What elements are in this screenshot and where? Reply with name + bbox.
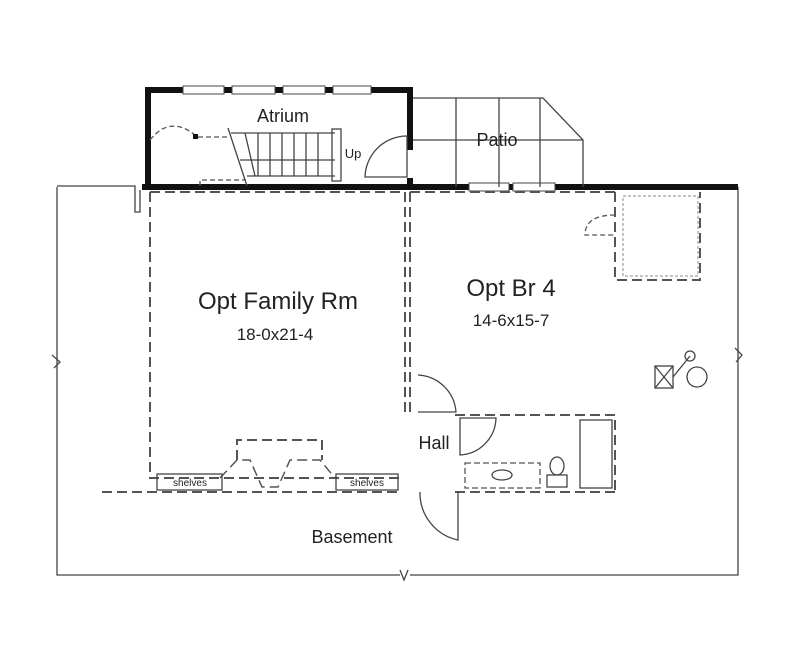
bath-fixtures bbox=[464, 419, 613, 489]
closet-shelving bbox=[622, 195, 699, 277]
atrium-door[interactable] bbox=[364, 135, 408, 178]
basement-outline bbox=[51, 185, 743, 582]
stairs bbox=[149, 125, 342, 187]
bedroom-size: 14-6x15-7 bbox=[473, 311, 550, 330]
bedroom-door[interactable] bbox=[417, 374, 457, 413]
shelves-right-label: shelves bbox=[350, 478, 384, 489]
family-room-size: 18-0x21-4 bbox=[237, 325, 314, 344]
bedroom-label: Opt Br 4 bbox=[466, 275, 555, 302]
atrium-label: Atrium bbox=[257, 106, 309, 126]
family-room-walls bbox=[102, 191, 406, 493]
hall-door[interactable] bbox=[419, 491, 459, 541]
family-room-label: Opt Family Rm bbox=[198, 288, 358, 315]
basement-label: Basement bbox=[311, 527, 392, 547]
shelves-left-label: shelves bbox=[173, 478, 207, 489]
bath-door[interactable] bbox=[459, 417, 497, 456]
patio bbox=[413, 97, 584, 187]
stairs-up-label: Up bbox=[345, 146, 362, 161]
patio-label: Patio bbox=[476, 130, 517, 150]
bedroom-walls bbox=[409, 191, 701, 493]
hall-label: Hall bbox=[418, 433, 449, 453]
bicycle-icon bbox=[654, 350, 708, 389]
